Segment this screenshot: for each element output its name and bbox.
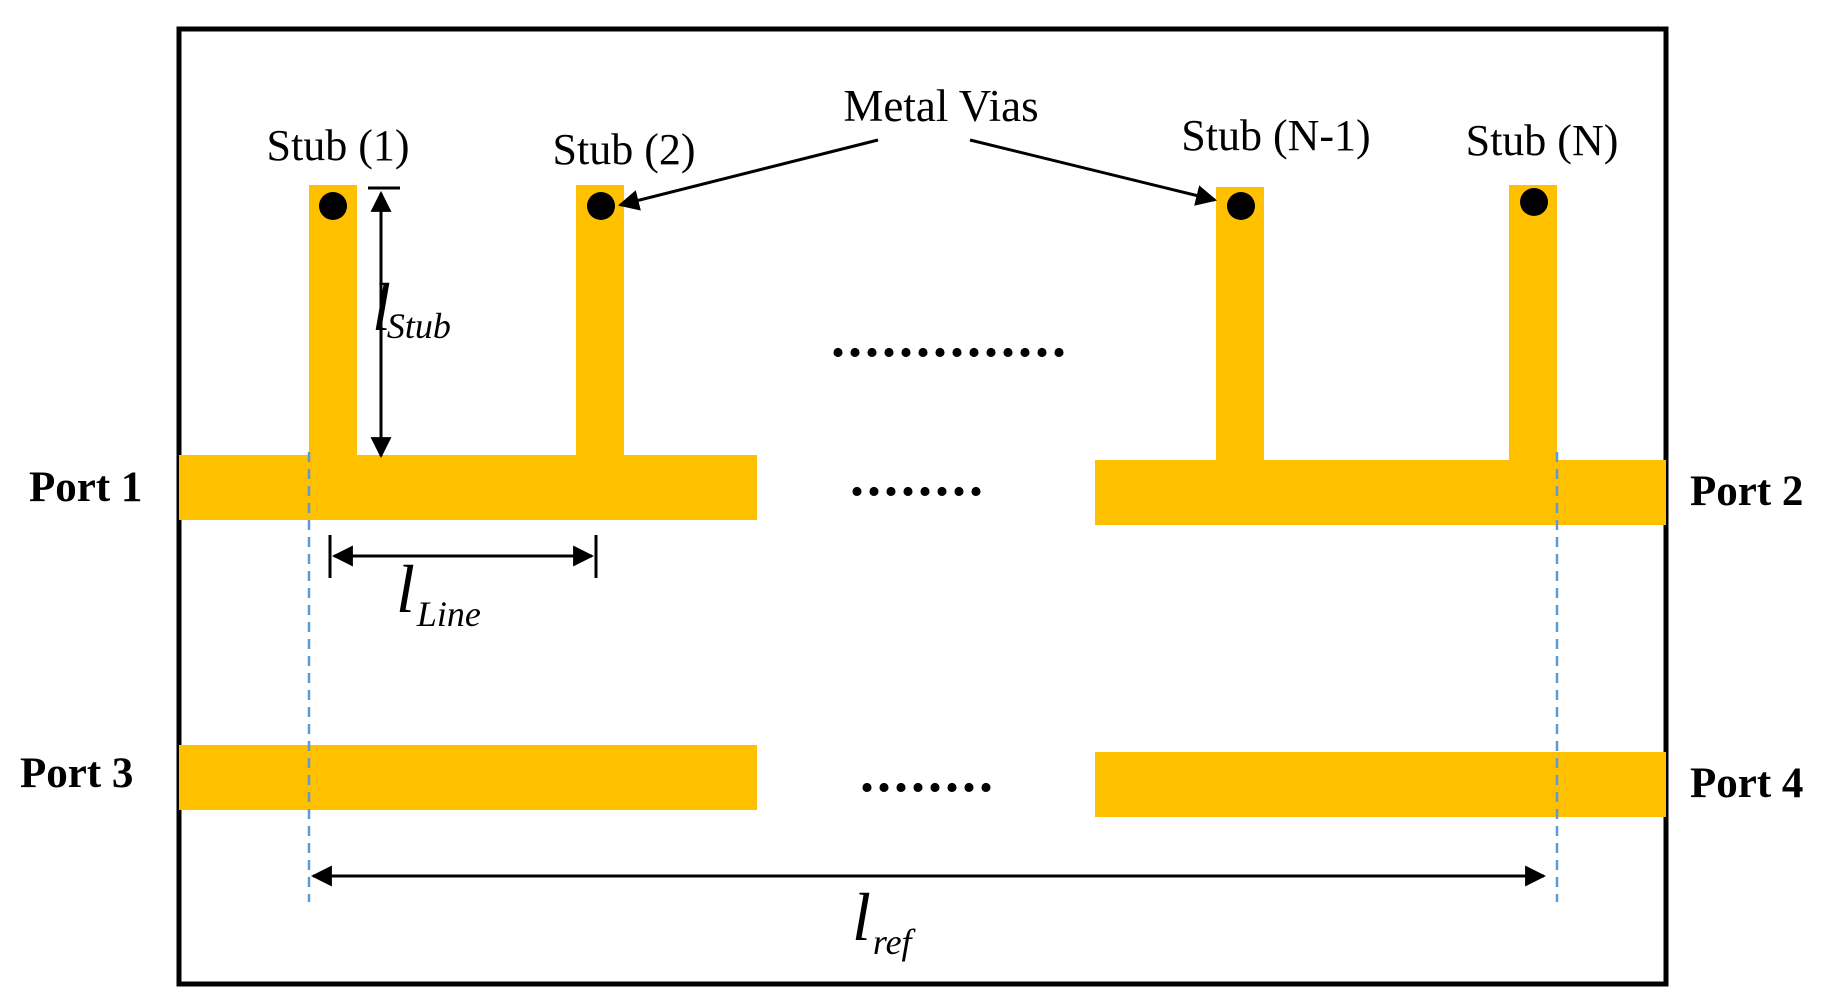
stub-length-label: lStub [372,269,451,346]
top-line-ellipsis: ........ [850,446,986,508]
port-4-label: Port 4 [1690,760,1803,807]
stub-n-1-label: Stub (N-1) [1181,111,1370,160]
stub-n-1 [1216,187,1264,465]
port-2-label: Port 2 [1690,468,1803,515]
port-3-label: Port 3 [20,750,133,797]
stub-n-label: Stub (N) [1466,116,1619,165]
stub-2-label: Stub (2) [553,125,696,174]
top-line-right-segment [1095,460,1666,525]
metal-vias-label: Metal Vias [843,81,1038,131]
via-stub-n [1520,188,1548,216]
top-line-left-segment [179,455,757,520]
via-stub-1 [319,192,347,220]
stub-1-label: Stub (1) [267,121,410,170]
bottom-line-right-segment [1095,752,1666,817]
via-stub-2 [587,192,615,220]
line-length-label: lLine [396,551,481,634]
ref-length-label: lref [852,879,917,962]
stubs-ellipsis: .............. [831,307,1069,369]
bottom-line-ellipsis: ........ [860,742,996,804]
via-callout-arrow-right [969,138,1218,206]
stub-2 [576,185,624,460]
port-1-label: Port 1 [29,464,142,511]
via-callout-arrow-left [617,138,879,211]
stub-n [1509,185,1557,465]
via-stub-n-1 [1227,192,1255,220]
stub-1 [309,185,357,460]
bottom-line-left-segment [179,745,757,810]
